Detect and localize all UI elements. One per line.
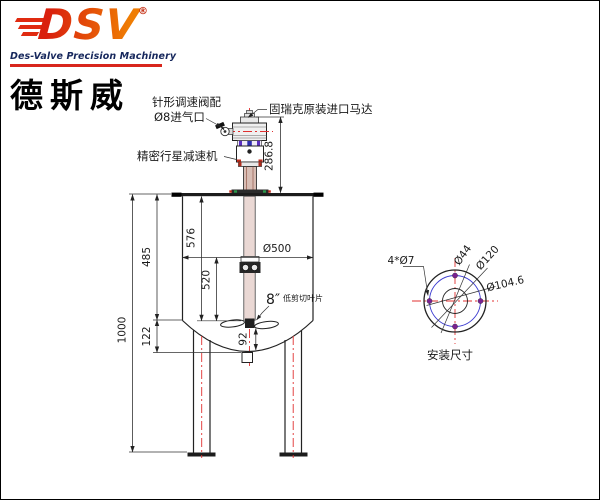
logo-underline (10, 64, 162, 67)
label-impeller: 8″ 低剪切叶片 (256, 292, 323, 321)
dimension-92: 92 (238, 328, 258, 351)
tank-lid (171, 193, 324, 197)
svg-text:485: 485 (141, 247, 153, 267)
svg-text:92: 92 (238, 332, 250, 345)
front-view: 1000 485 122 576 520 (117, 95, 373, 458)
needle-valve (215, 121, 234, 137)
dimension-485: 485 (141, 194, 182, 321)
tank-legs (187, 330, 308, 458)
label-motor: 固瑞克原装进口马达 (247, 102, 373, 118)
svg-text:Ø8进气口: Ø8进气口 (154, 110, 205, 124)
dimension-122: 122 (141, 319, 241, 353)
svg-text:针形调速阀配: 针形调速阀配 (152, 95, 221, 109)
logo-tagline: Des-Valve Precision Machinery (10, 51, 177, 62)
svg-text:520: 520 (201, 270, 213, 290)
dimension-520: 520 (201, 257, 219, 322)
dimension-286-8: 286.8 (256, 116, 284, 194)
foot-plate-left (187, 452, 216, 457)
label-reducer: 精密行星减速机 (137, 149, 237, 163)
mounting-flange (229, 189, 271, 194)
bolt-holes (426, 272, 484, 330)
dimension-576: 576 (186, 196, 241, 322)
svg-text:1000: 1000 (117, 317, 129, 344)
company-logo: DSV ® Des-Valve Precision Machinery 德斯威 (10, 0, 210, 117)
planetary-reducer (236, 145, 264, 167)
logo-mark: DSV ® (10, 0, 210, 50)
impeller-hub (245, 318, 255, 328)
motor-adapter-band (237, 140, 262, 147)
label-needle-valve: 针形调速阀配 Ø8进气口 (152, 95, 222, 128)
svg-text:Ø104.6: Ø104.6 (485, 274, 525, 294)
drain-outlet (241, 352, 253, 363)
svg-text:Ø120: Ø120 (474, 243, 502, 272)
flange-caption: 安装尺寸 (427, 348, 473, 362)
svg-text:4*Ø7: 4*Ø7 (388, 255, 415, 267)
air-motor-assembly (226, 110, 273, 141)
svg-text:Ø500: Ø500 (263, 243, 291, 255)
svg-text:精密行星减速机: 精密行星减速机 (137, 149, 218, 163)
dimension-1000: 1000 (117, 193, 187, 453)
svg-text:576: 576 (186, 228, 198, 248)
dished-bottom (182, 320, 314, 352)
impeller-blade-right (254, 320, 279, 330)
svg-text:低剪切叶片: 低剪切叶片 (283, 293, 323, 303)
flange-view: Ø44 Ø120 Ø104.6 4*Ø7 安装尺寸 (388, 243, 526, 362)
mixing-shaft (220, 195, 279, 330)
svg-text:122: 122 (141, 326, 153, 346)
flange-outer-circle (423, 269, 487, 333)
svg-text:Ø44: Ø44 (452, 243, 474, 268)
shaft-coupling (239, 262, 261, 273)
flange-dim-44: Ø44 (440, 243, 474, 334)
svg-text:286.8: 286.8 (264, 141, 276, 171)
impeller-blade-left (220, 319, 245, 328)
flange-dim-bolt-holes: 4*Ø7 (388, 255, 430, 296)
foot-plate-right (279, 452, 308, 457)
registered-trademark-icon: ® (138, 6, 148, 17)
dimension-tank-diameter: Ø500 (182, 243, 314, 260)
motor-top-cap (240, 116, 259, 124)
logo-chinese-name: 德斯威 (10, 76, 130, 115)
svg-text:固瑞克原装进口马达: 固瑞克原装进口马达 (269, 102, 373, 116)
shaft-housing (243, 166, 257, 191)
svg-text:8″: 8″ (266, 292, 280, 308)
